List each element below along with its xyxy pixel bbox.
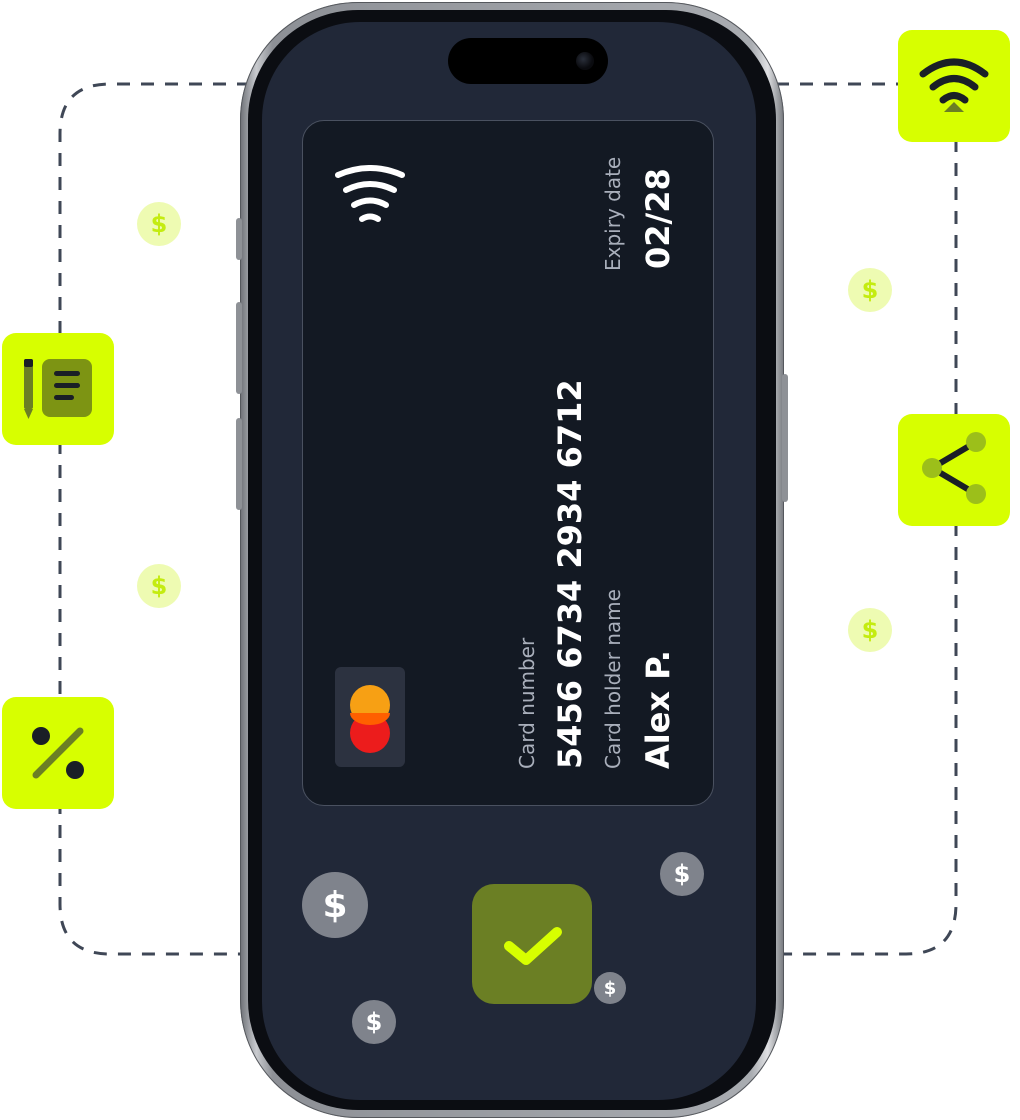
mastercard-logo-icon [335, 667, 405, 767]
volume-down-button[interactable] [236, 418, 242, 510]
card-number-label: Card number [515, 637, 539, 769]
dollar-coin-icon: $ [352, 1000, 396, 1044]
card-number-value: 5456 6734 2934 6712 [551, 379, 589, 769]
wifi-icon [919, 58, 989, 112]
dollar-coin-icon: $ [848, 268, 892, 312]
phone-screen: Expiry date 02/28 Card number 5456 6734 … [262, 22, 756, 1100]
dollar-coin-icon: $ [302, 872, 368, 938]
action-button[interactable] [236, 218, 242, 260]
card-holder-value: Alex P. [639, 650, 677, 769]
dollar-coin-icon: $ [137, 564, 181, 608]
expiry-label: Expiry date [601, 156, 625, 271]
dynamic-island [448, 38, 608, 84]
share-icon [922, 432, 986, 504]
volume-up-button[interactable] [236, 302, 242, 394]
percent-tile[interactable] [2, 697, 114, 809]
dollar-coin-icon: $ [848, 608, 892, 652]
dollar-coin-icon: $ [137, 202, 181, 246]
share-tile[interactable] [898, 414, 1010, 526]
expiry-value: 02/28 [639, 168, 677, 269]
camera-lens-icon [576, 52, 594, 70]
card-holder-label: Card holder name [601, 589, 625, 769]
payment-card[interactable]: Expiry date 02/28 Card number 5456 6734 … [302, 120, 714, 806]
check-icon [504, 927, 562, 965]
notes-icon [24, 359, 92, 419]
wifi-tile[interactable] [898, 30, 1010, 142]
dollar-coin-icon: $ [594, 972, 626, 1004]
confirm-check-button[interactable] [472, 884, 592, 1004]
percent-icon [32, 727, 84, 779]
phone-frame: Expiry date 02/28 Card number 5456 6734 … [236, 2, 788, 1118]
power-button[interactable] [782, 374, 788, 502]
dollar-coin-icon: $ [660, 852, 704, 896]
contactless-icon [335, 165, 405, 222]
notes-tile[interactable] [2, 333, 114, 445]
